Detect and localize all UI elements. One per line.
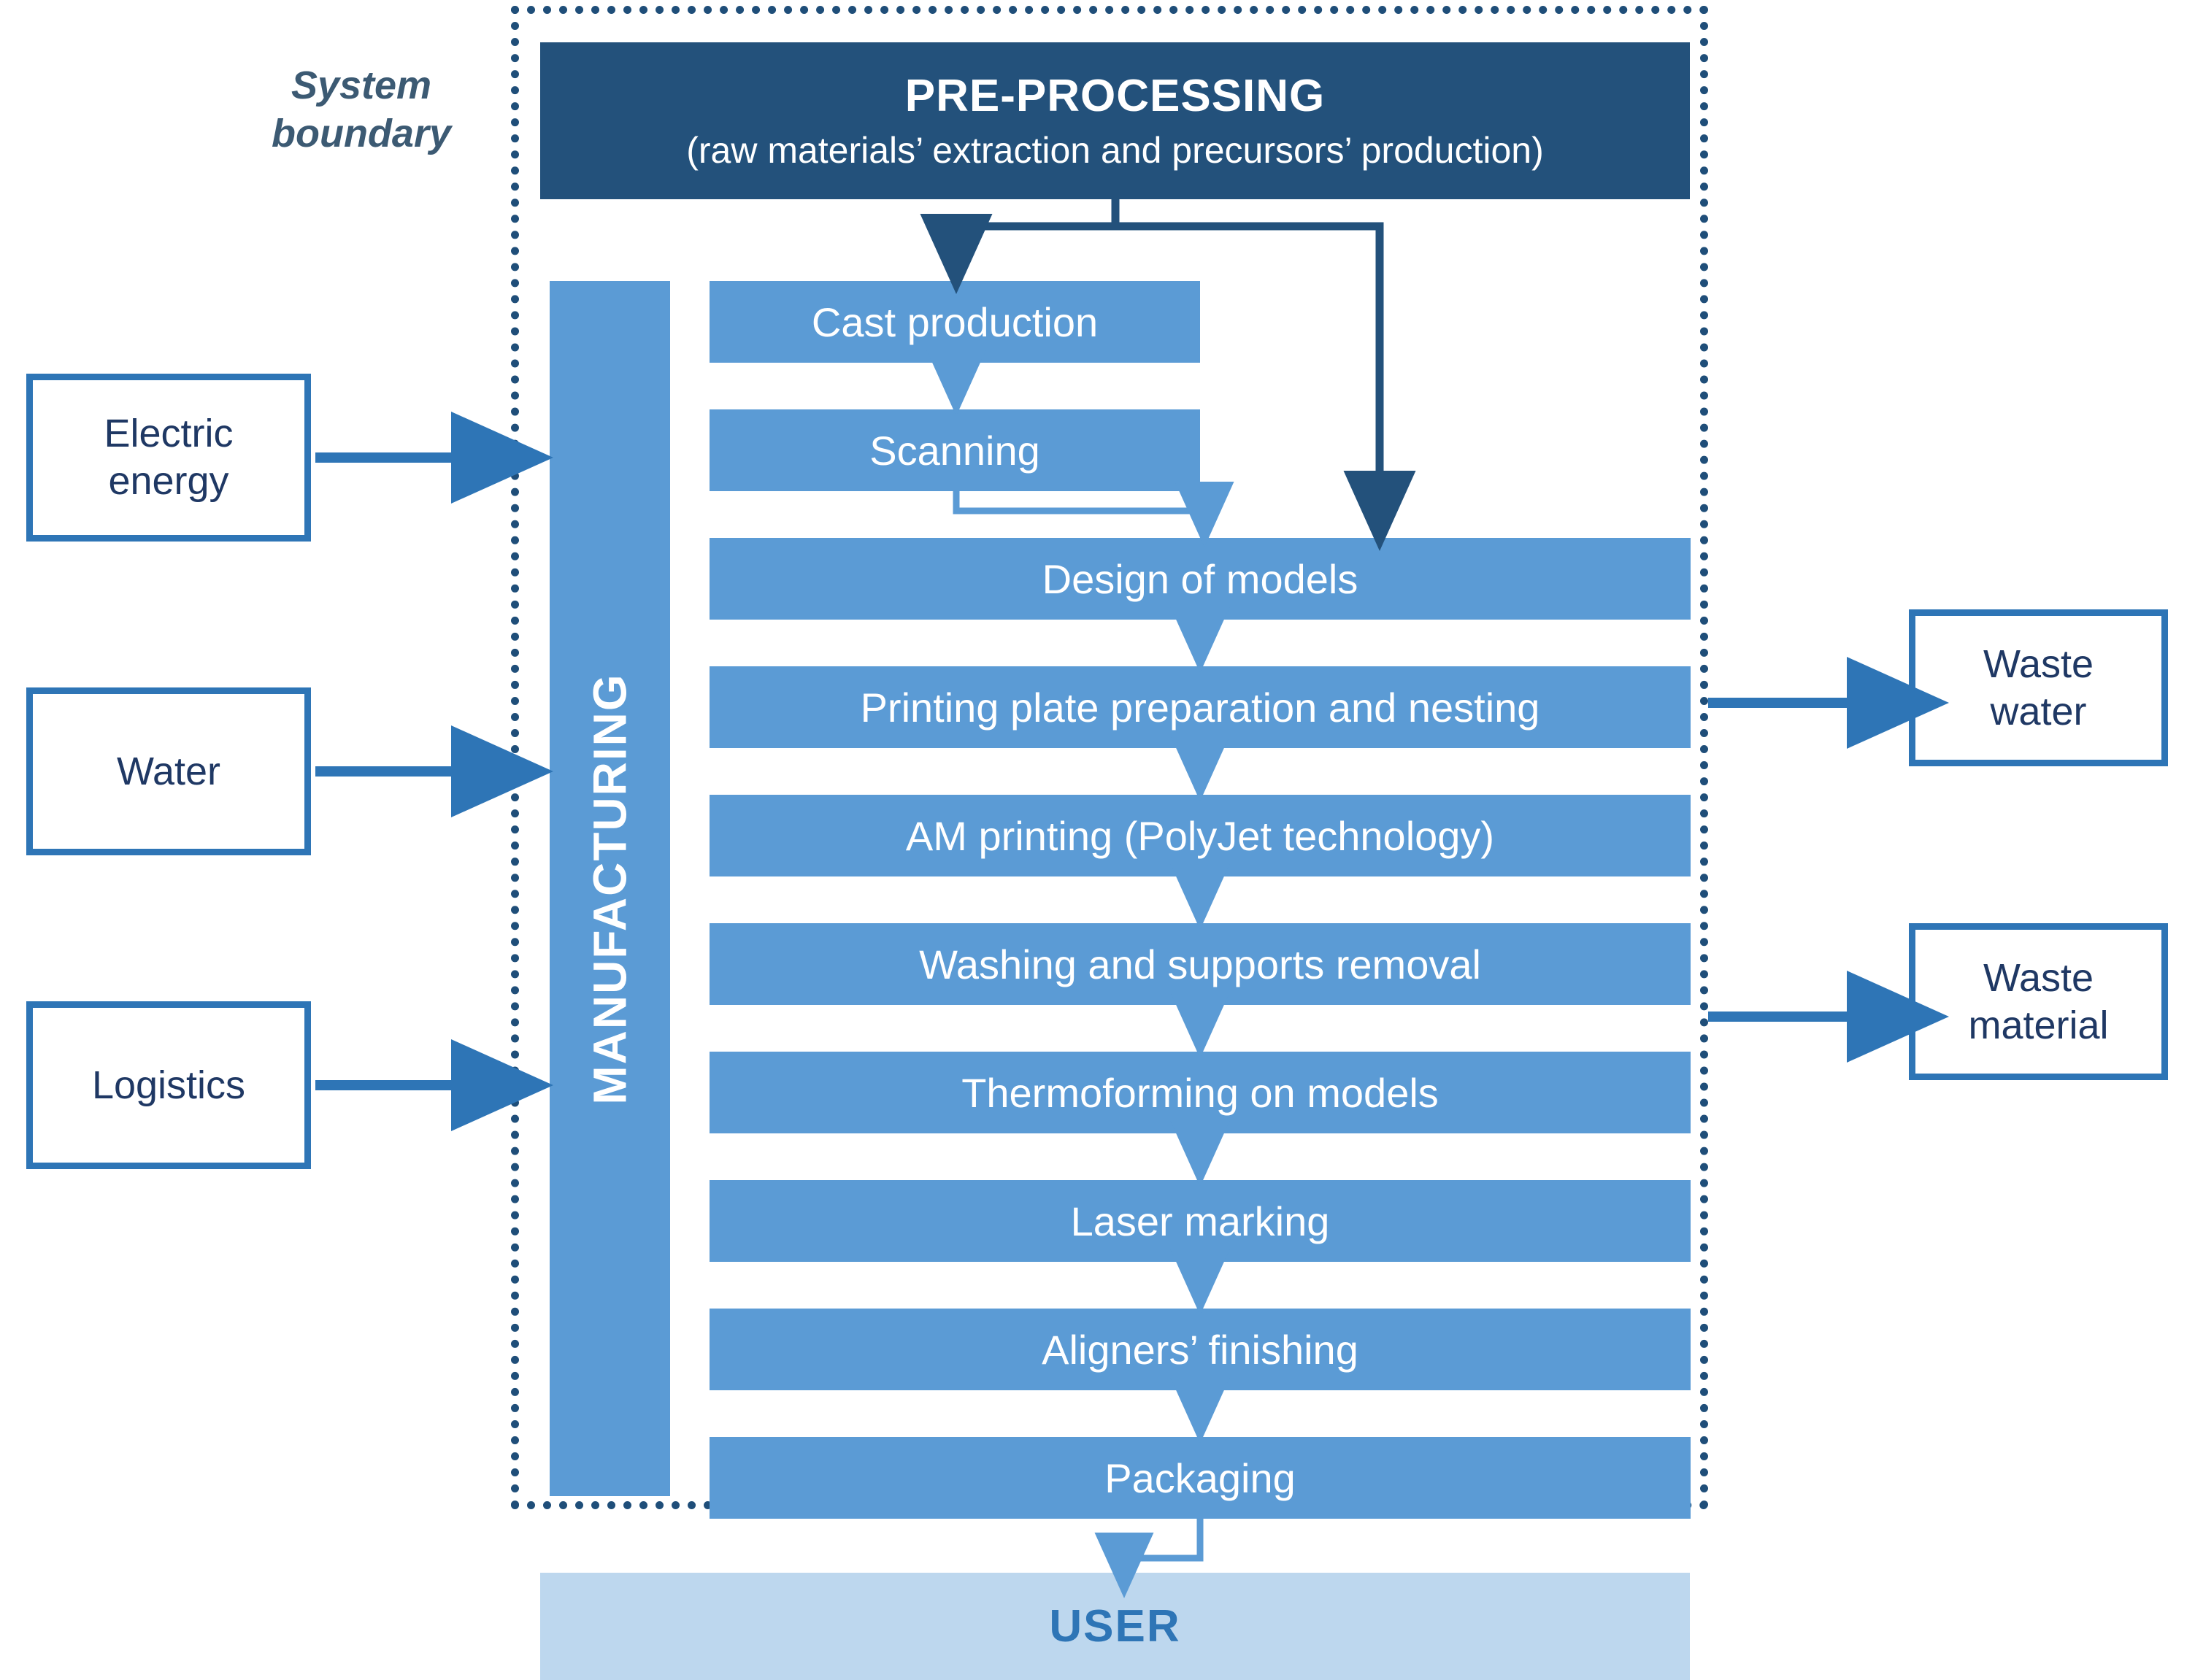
system-boundary-label: System boundary xyxy=(271,63,451,155)
manufacturing-bar: MANUFACTURING xyxy=(550,281,670,1496)
step-label: Aligners’ finishing xyxy=(1042,1326,1358,1373)
step-laser-marking: Laser marking xyxy=(710,1180,1691,1262)
input-box-electric-energy: Electric energy xyxy=(26,374,311,542)
user-label: USER xyxy=(1049,1601,1181,1652)
step-cast-production: Cast production xyxy=(710,281,1200,363)
input-label: Electric energy xyxy=(104,412,234,503)
manufacturing-label: MANUFACTURING xyxy=(583,672,637,1105)
system-boundary-rect xyxy=(511,6,1708,1509)
step-label: Cast production xyxy=(811,298,1099,345)
step-printing-plate-preparation: Printing plate preparation and nesting xyxy=(710,666,1691,748)
step-scanning: Scanning xyxy=(710,409,1200,491)
connector-scanning-to-design xyxy=(953,482,1234,547)
step-label: Scanning xyxy=(869,427,1040,474)
output-box-waste-material: Waste material xyxy=(1909,923,2168,1080)
pre-processing-title: PRE-PROCESSING xyxy=(904,70,1326,121)
step-label: Packaging xyxy=(1104,1454,1296,1501)
step-thermoforming: Thermoforming on models xyxy=(710,1052,1691,1133)
output-label: Waste water xyxy=(1983,641,2094,733)
step-label: Washing and supports removal xyxy=(919,941,1481,987)
connector-preprocessing-to-cast xyxy=(920,199,1120,294)
pre-processing-box: PRE-PROCESSING (raw materials’ extractio… xyxy=(540,42,1690,199)
input-box-logistics: Logistics xyxy=(26,1001,311,1169)
step-packaging: Packaging xyxy=(710,1437,1691,1519)
step-label: Design of models xyxy=(1042,555,1358,602)
output-label: Waste material xyxy=(1968,955,2109,1047)
input-box-water: Water xyxy=(26,687,311,855)
step-aligners-finishing: Aligners’ finishing xyxy=(710,1309,1691,1390)
step-label: AM printing (PolyJet technology) xyxy=(905,812,1495,859)
step-design-of-models: Design of models xyxy=(710,538,1691,620)
input-label: Water xyxy=(116,749,220,793)
step-label: Thermoforming on models xyxy=(961,1069,1439,1116)
connector-packaging-to-user xyxy=(1094,1519,1204,1598)
pre-processing-subtitle: (raw materials’ extraction and precursor… xyxy=(686,130,1544,172)
step-label: Printing plate preparation and nesting xyxy=(860,684,1540,731)
step-washing-supports-removal: Washing and supports removal xyxy=(710,923,1691,1005)
step-am-printing: AM printing (PolyJet technology) xyxy=(710,795,1691,876)
user-box: USER xyxy=(540,1573,1690,1680)
step-label: Laser marking xyxy=(1070,1198,1330,1244)
output-box-waste-water: Waste water xyxy=(1909,609,2168,766)
input-label: Logistics xyxy=(91,1063,246,1107)
